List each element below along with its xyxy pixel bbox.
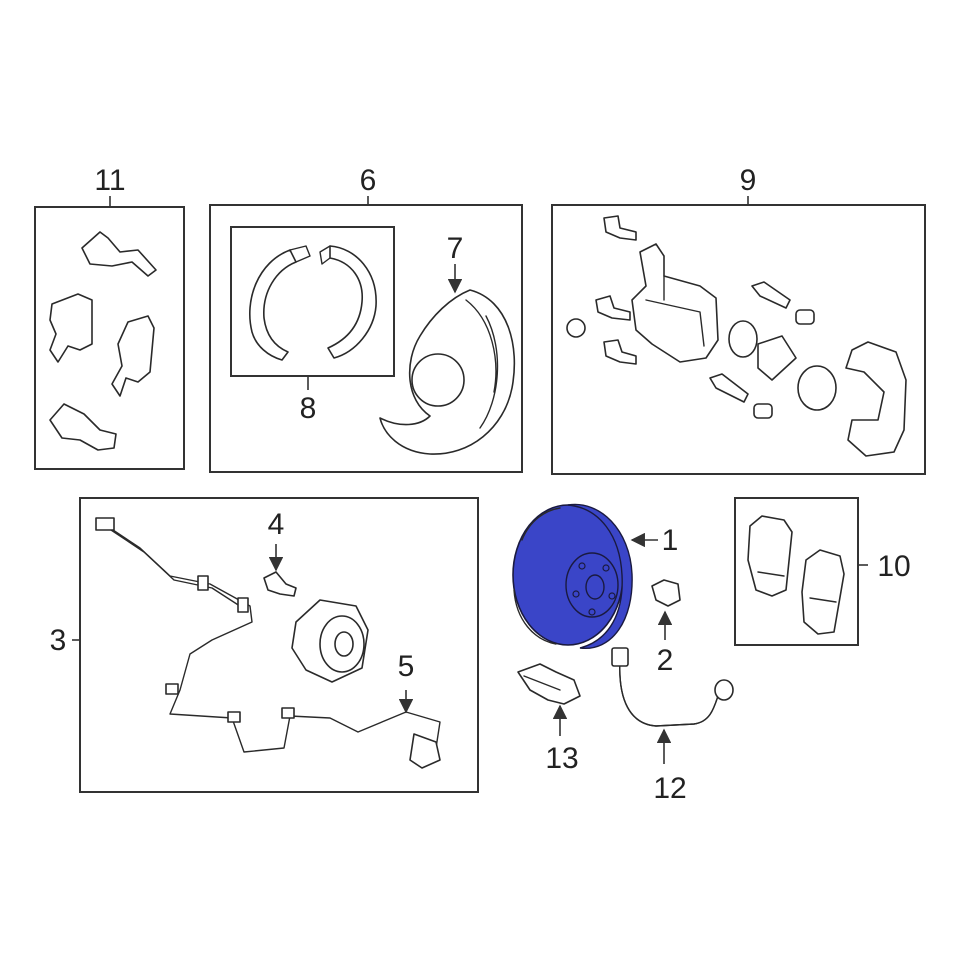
rotor-lug-hole-3	[608, 592, 616, 600]
bleeder-screw	[595, 295, 631, 321]
hub-center	[334, 631, 354, 657]
brake-pad-outer-line	[809, 597, 837, 603]
rotor-lug-hole-5	[572, 590, 580, 598]
brake-shoe-right-tip	[319, 245, 331, 265]
caliper-bolt-bottom	[603, 339, 637, 365]
caliper-bracket	[845, 341, 907, 457]
group-9-box	[551, 204, 926, 475]
caliper-body-detail	[645, 275, 705, 347]
piston-boot	[797, 365, 837, 411]
callout-1: 1	[662, 524, 679, 557]
group-3-box	[79, 497, 479, 793]
piston-seal	[728, 320, 758, 358]
rotor-lug-hole-1	[578, 562, 586, 570]
group-9-caliper-assembly[interactable]	[551, 196, 926, 475]
harness-clip-3	[165, 683, 179, 695]
rotor-plug	[651, 579, 681, 607]
harness-clip-2	[237, 597, 249, 613]
caliper-bolt-top	[603, 215, 637, 241]
brake-rotor[interactable]	[512, 503, 658, 649]
brake-pad-outer	[801, 549, 845, 635]
rotor-lug-hole-4	[588, 608, 596, 616]
shim-plate	[517, 663, 581, 705]
harness-clip-4	[227, 711, 241, 723]
shim-plate-line	[523, 675, 561, 691]
hose-fitting-top	[611, 647, 629, 667]
hose-banjo-fitting	[714, 679, 734, 701]
anti-rattle-clip-top	[81, 231, 157, 277]
part-2-plug[interactable]	[651, 579, 681, 640]
harness-clip-1	[197, 575, 209, 591]
harness-clip-5	[281, 707, 295, 719]
rotor-hat	[565, 552, 619, 618]
callout-6: 6	[360, 164, 377, 197]
callout-13: 13	[545, 742, 578, 775]
abs-sensor-harness	[103, 523, 441, 753]
abs-sensor-harness-inner	[107, 527, 247, 611]
callout-8: 8	[300, 392, 317, 425]
callout-11: 11	[94, 164, 125, 197]
guide-pin-upper	[751, 281, 791, 309]
shield-center-hole	[411, 353, 465, 407]
guide-pin-lower	[709, 373, 749, 403]
callout-12: 12	[653, 772, 686, 805]
group-10-box	[734, 497, 859, 646]
caliper-body	[631, 243, 719, 363]
group-6-box	[209, 204, 523, 473]
callout-3: 3	[50, 624, 67, 657]
group-11-pad-hardware[interactable]	[34, 196, 185, 470]
bleeder-cap	[566, 318, 586, 338]
group-6-parking-brake[interactable]	[209, 196, 523, 473]
brake-pad-inner-line	[757, 571, 785, 577]
group-10-brake-pads[interactable]	[734, 497, 868, 646]
wheel-speed-sensor	[409, 733, 441, 769]
callout-2: 2	[657, 644, 674, 677]
anti-rattle-clip-bottom	[49, 403, 117, 451]
shield-ribs	[465, 299, 499, 429]
brake-hose-inner	[619, 659, 719, 727]
group-3-hub-sensor[interactable]	[72, 497, 479, 793]
rotor-lug-hole-2	[602, 564, 610, 572]
anti-rattle-clip-left	[49, 293, 93, 363]
pin-boot-upper	[795, 309, 815, 325]
part-12-brake-hose[interactable]	[611, 647, 734, 764]
caliper-piston	[757, 335, 797, 381]
callout-10: 10	[877, 550, 910, 583]
callout-5: 5	[398, 650, 415, 683]
rotor-center-bore	[585, 574, 605, 600]
group-8-box	[230, 226, 395, 377]
hub-bolt	[263, 571, 297, 597]
callout-4: 4	[268, 508, 285, 541]
brake-shoe-left	[248, 249, 297, 361]
anti-rattle-clip-right	[111, 315, 155, 397]
callout-9: 9	[740, 164, 757, 197]
rotor-vent-lines	[513, 507, 561, 645]
harness-connector	[95, 517, 115, 531]
callout-7: 7	[447, 232, 464, 265]
part-13-shim[interactable]	[517, 663, 581, 736]
rotor-edge	[567, 503, 633, 649]
brake-shoe-left-tip	[289, 245, 311, 263]
pin-boot-lower	[753, 403, 773, 419]
brake-pad-inner	[747, 515, 793, 597]
brake-shoe-right	[327, 245, 377, 359]
